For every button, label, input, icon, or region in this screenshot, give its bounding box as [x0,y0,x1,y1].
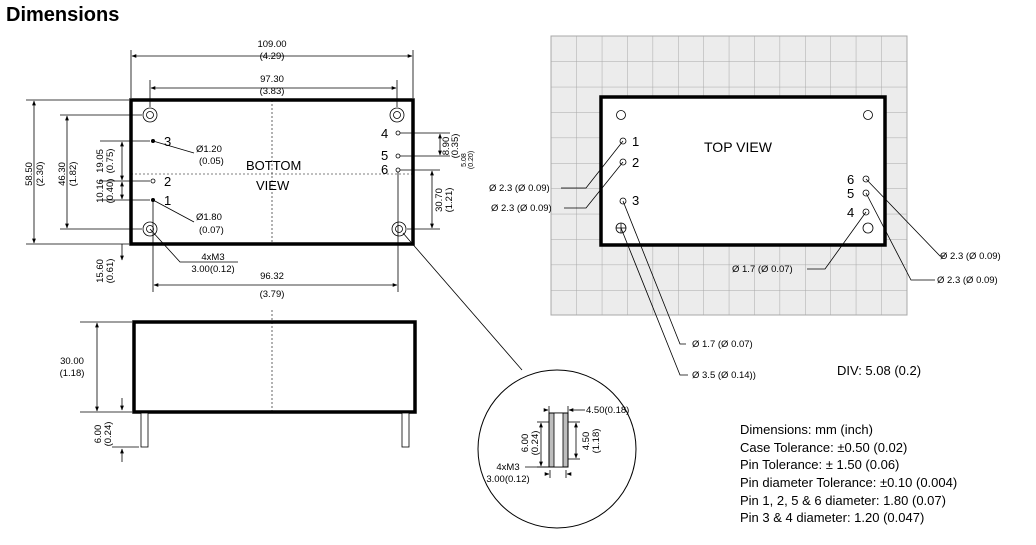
dim-15-label: 15.60 [95,259,106,283]
top-callout-pin-4: Ø 1.7 (Ø 0.07) [732,264,793,275]
pin-1-top [619,137,627,145]
pin-5-bottom [395,153,401,159]
height-overall-label: 58.50 [24,162,35,186]
height-overall-inch-label: (2.30) [35,162,46,187]
bottom-view-label-1: BOTTOM [246,158,301,173]
top-pin-label-5: 5 [847,186,854,201]
top-callout-pin-5: Ø 2.3 (Ø 0.09) [937,275,998,286]
note-line: Pin 3 & 4 diameter: 1.20 (0.047) [740,510,924,525]
top-view: TOP VIEW 1 2 3 6 5 4 Ø 2.3 (Ø 0.09) Ø 2.… [489,35,1001,381]
detail-depth-inch-label: (0.24) [530,431,541,456]
screw-label: 4xM3 [201,252,224,263]
pin-label-1: 1 [164,193,171,208]
side-pin-right [401,412,410,448]
bottom-view-label-2: VIEW [256,178,290,193]
pin-label-3: 3 [164,134,171,149]
screw-depth-label: 3.00(0.12) [191,264,234,275]
pin-large-dia-label: Ø1.80 [196,212,222,223]
top-mount-hole-tr [863,110,873,120]
note-line: Pin diameter Tolerance: ±0.10 (0.004) [740,475,957,490]
mounting-hole-bl [142,221,158,237]
pin-label-2: 2 [164,174,171,189]
side-view-case [132,320,417,414]
dim-30-70-inch-label: (1.21) [444,188,455,213]
mounting-hole-tl [142,107,158,123]
tolerance-notes: Dimensions: mm (inch) Case Tolerance: ±0… [740,422,957,525]
detail-inner-label: 4.50 [581,432,592,451]
width-holes-label: 97.30 [260,74,284,85]
pin-large-dia-inch-label: (0.07) [199,225,224,236]
top-callout-pin-1: Ø 2.3 (Ø 0.09) [489,183,550,194]
side-height-inch-label: (1.18) [60,368,85,379]
pin-label-5: 5 [381,148,388,163]
detail-dia-label: 4.50(0.18) [586,405,629,416]
dim-8-90-inch-label: (0.35) [450,134,461,159]
top-view-case [599,95,887,247]
width-overall-inch-label: (4.29) [260,51,285,62]
detail-view: 4.50(0.18) 6.00 (0.24) 4.50 (1.18) 4xM3 … [477,369,637,529]
detail-screw-depth-label: 3.00(0.12) [486,474,529,485]
mounting-hole-tr [389,107,405,123]
top-view-label: TOP VIEW [704,139,773,155]
side-pin-len-label: 6.00 [93,425,104,444]
side-view: 30.00 (1.18) 6.00 (0.24) [60,310,417,462]
pin-6-top [862,175,870,183]
pin-small-dia-inch-label: (0.05) [199,156,224,167]
pin-4-bottom [395,130,401,136]
pin-label-4: 4 [381,126,388,141]
top-pin-label-2: 2 [632,155,639,170]
pin-6-bottom [395,167,401,173]
dim-8-90-label: 8.90 [441,137,452,156]
pin-2-top [619,158,627,166]
top-callout-pin-3: Ø 1.7 (Ø 0.07) [692,339,753,350]
grid-division-label: DIV: 5.08 (0.2) [837,363,921,378]
top-pin-label-1: 1 [632,134,639,149]
dim-10-inch-label: (0.40) [105,179,116,204]
detail-depth-label: 6.00 [520,434,531,453]
top-callout-pin-6: Ø 2.3 (Ø 0.09) [940,251,1001,262]
side-height-label: 30.00 [60,356,84,367]
top-pin-label-4: 4 [847,205,854,220]
note-line: Dimensions: mm (inch) [740,422,873,437]
pin-4-top [862,208,870,216]
height-holes-inch-label: (1.82) [68,162,79,187]
pin-label-6: 6 [381,162,388,177]
top-mount-hole-br [862,222,874,234]
dim-30-70-label: 30.70 [434,188,445,212]
top-pin-label-6: 6 [847,172,854,187]
detail-inner-inch-label: (1.18) [591,429,602,454]
mounting-hole-br [391,221,407,237]
detail-screw-label: 4xM3 [496,462,519,473]
dim-96-label: 96.32 [260,271,284,282]
page-title: Dimensions [6,4,120,26]
pin-small-dia-label: Ø1.20 [196,144,222,155]
side-pin-left [140,412,149,448]
height-holes-label: 46.30 [57,162,68,186]
pin-3-top [619,197,627,205]
note-line: Pin 1, 2, 5 & 6 diameter: 1.80 (0.07) [740,493,946,508]
note-line: Pin Tolerance: ± 1.50 (0.06) [740,457,899,472]
top-mount-hole-tl [616,110,626,120]
dim-10-label: 10.16 [95,179,106,203]
top-callout-pin-2: Ø 2.3 (Ø 0.09) [491,203,552,214]
note-line: Case Tolerance: ±0.50 (0.02) [740,440,907,455]
top-callout-mount-hole: Ø 3.5 (Ø 0.14)) [692,370,756,381]
pin-5-top [862,189,870,197]
pin-2-bottom [150,178,156,184]
dim-19-inch-label: (0.75) [105,149,116,174]
bottom-view: 3 2 1 4 5 6 BOTTOM VIEW 109.00 (4.29) 97… [24,39,523,371]
top-pin-label-3: 3 [632,193,639,208]
dim-96-inch-label: (3.79) [260,289,285,300]
width-holes-inch-label: (3.83) [260,86,285,97]
dim-5-08-inch-label: (0.20) [468,151,475,169]
width-overall-label: 109.00 [257,39,286,50]
side-pin-len-inch-label: (0.24) [103,422,114,447]
dim-5-08-label: 5.08 [461,153,468,167]
dim-15-inch-label: (0.61) [105,259,116,284]
dim-19-label: 19.05 [95,149,106,173]
